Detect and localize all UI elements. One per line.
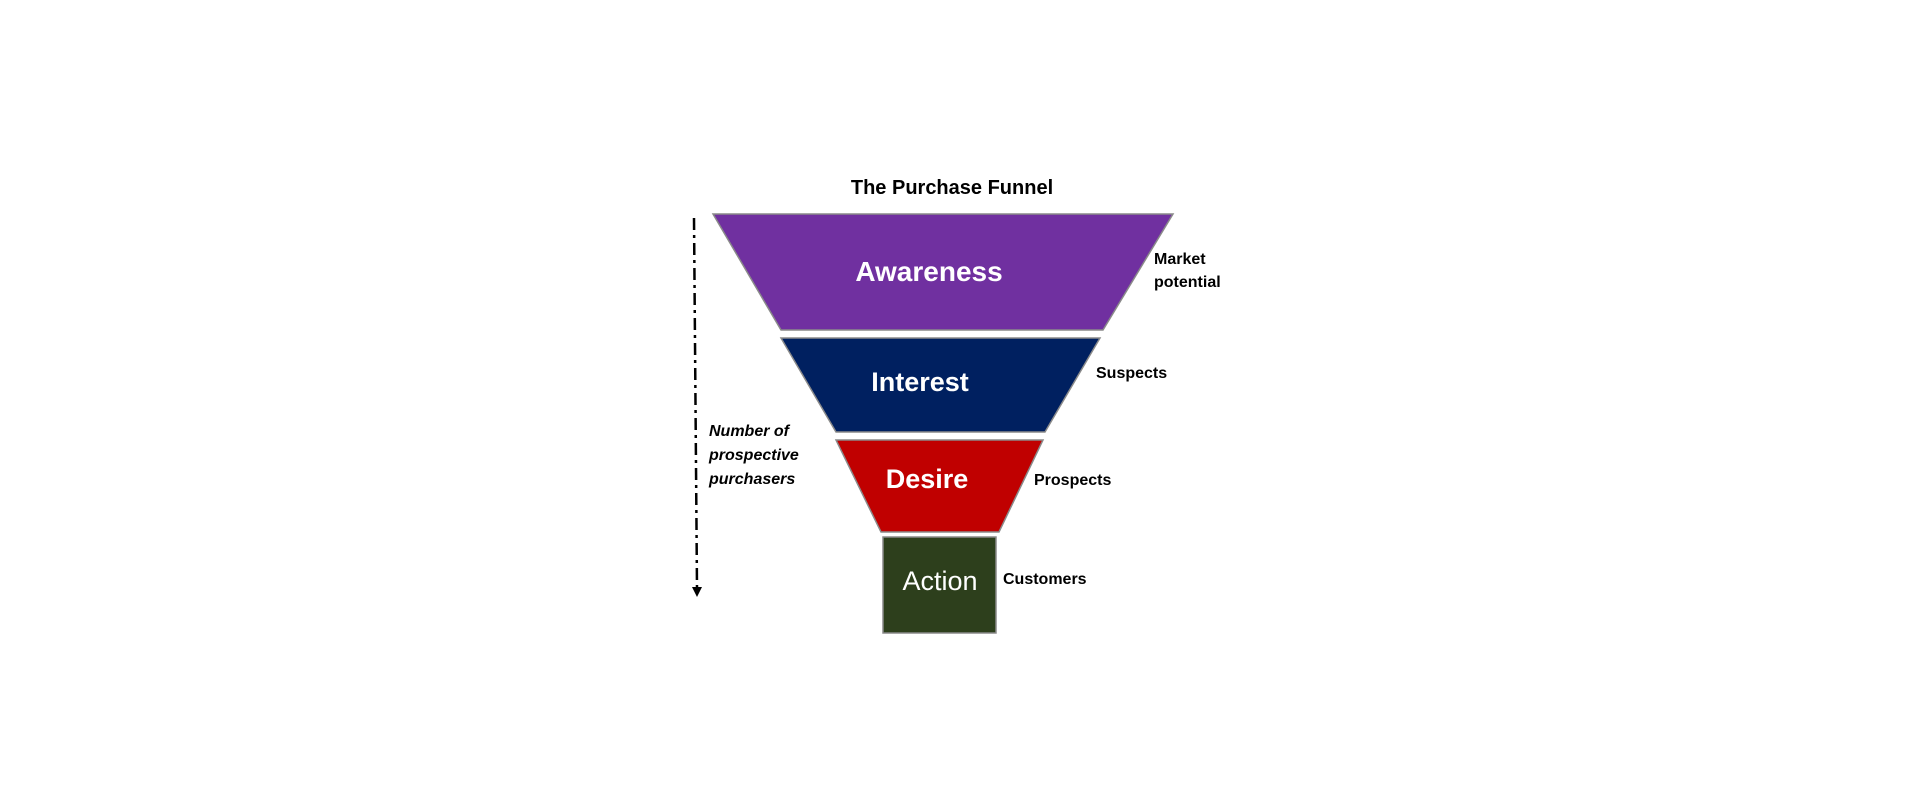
- diagram-title: The Purchase Funnel: [851, 177, 1053, 199]
- side-label-action: Customers: [1003, 571, 1087, 588]
- stage-label-awareness: Awareness: [855, 256, 1002, 287]
- side-label-line: Customers: [1003, 571, 1087, 588]
- side-label-line: Market: [1154, 251, 1206, 268]
- axis-label-line: prospective: [708, 447, 799, 464]
- axis-label-line: purchasers: [708, 471, 795, 488]
- stage-shape-desire: [834, 439, 1045, 533]
- side-label-line: Prospects: [1034, 472, 1111, 489]
- side-label-awareness: Market potential: [1154, 251, 1221, 291]
- stage-label-interest: Interest: [871, 367, 969, 397]
- funnel-stage-awareness: Awareness Market potential: [711, 213, 1221, 331]
- axis-label-line: Number of: [709, 423, 791, 440]
- stage-shape-action: [882, 536, 997, 634]
- down-arrow-icon: [692, 217, 702, 597]
- side-label-line: Suspects: [1096, 365, 1167, 382]
- funnel-stage-action: Action Customers: [882, 536, 1087, 634]
- stage-shape-awareness: [711, 213, 1175, 331]
- side-label-line: potential: [1154, 274, 1221, 291]
- stage-label-desire: Desire: [886, 464, 969, 494]
- side-label-interest: Suspects: [1096, 365, 1167, 382]
- funnel-stage-desire: Desire Prospects: [834, 439, 1111, 533]
- funnel-stage-interest: Interest Suspects: [779, 337, 1167, 433]
- stage-shape-interest: [779, 337, 1102, 433]
- axis-label: Number of prospective purchasers: [708, 423, 803, 488]
- stage-label-action: Action: [902, 566, 977, 596]
- side-label-desire: Prospects: [1034, 472, 1111, 489]
